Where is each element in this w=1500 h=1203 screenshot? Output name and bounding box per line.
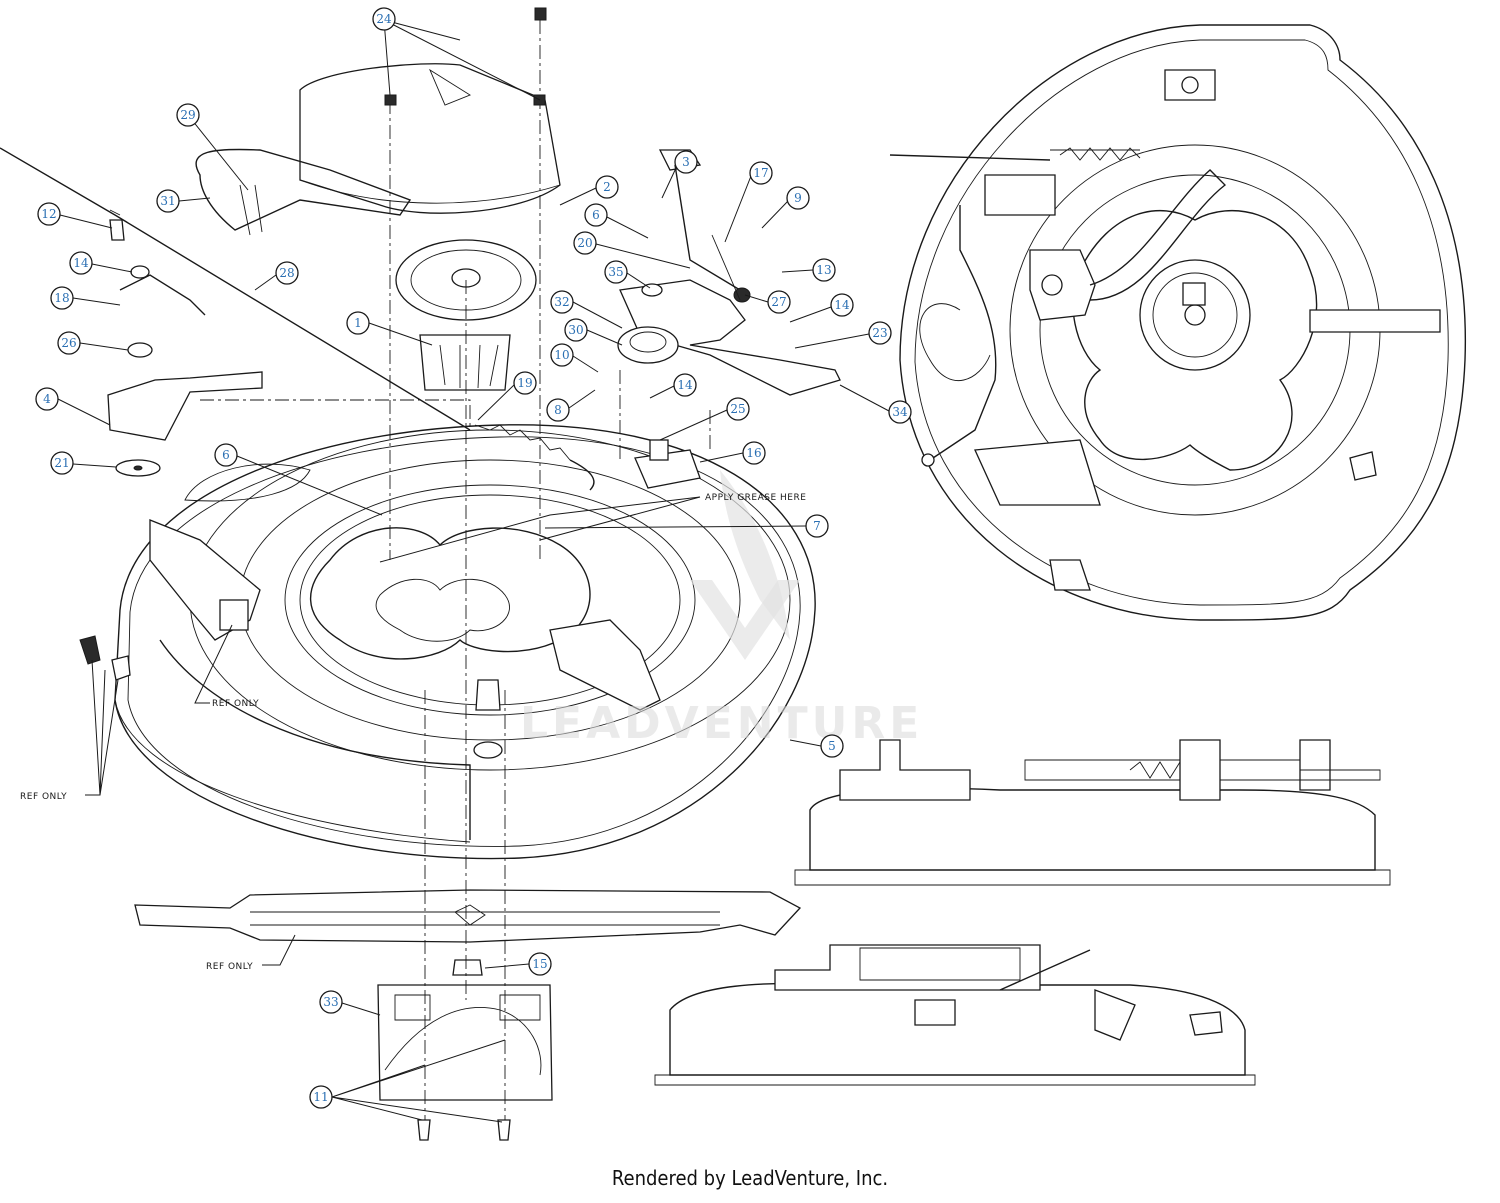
svg-text:12: 12 [41,207,56,221]
svg-text:2: 2 [603,180,611,194]
belt-guide-bar [195,148,412,236]
callout-14[interactable]: 14 [69,251,93,275]
svg-text:14: 14 [834,298,850,312]
idler-bracket-assembly [617,149,841,396]
svg-text:30: 30 [568,323,583,337]
mounting-plate [377,959,553,1141]
callout-11[interactable]: 11 [309,1085,333,1109]
callout-18[interactable]: 18 [50,286,74,310]
callout-25[interactable]: 25 [726,397,750,421]
svg-text:8: 8 [554,403,562,417]
callout-5[interactable]: 5 [820,734,844,758]
callout-28[interactable]: 28 [275,261,299,285]
belt-cover [299,63,561,214]
svg-text:28: 28 [279,266,294,280]
callout-30[interactable]: 30 [564,318,588,342]
callout-24[interactable]: 24 [372,7,396,31]
note-ref-only-blade: REF ONLY [206,962,253,972]
svg-text:21: 21 [54,456,69,470]
callout-29[interactable]: 29 [176,103,200,127]
svg-text:31: 31 [160,194,175,208]
watermark-text: LEADVENTURE [520,698,923,749]
svg-text:26: 26 [61,336,76,350]
svg-text:20: 20 [577,236,592,250]
svg-text:35: 35 [608,265,623,279]
note-ref-only-deck: REF ONLY [212,699,259,709]
side-view-right [794,739,1391,886]
callout-8[interactable]: 8 [546,398,570,422]
callout-16[interactable]: 16 [742,441,766,465]
svg-text:14: 14 [73,256,89,270]
svg-text:33: 33 [323,995,338,1009]
svg-text:25: 25 [730,402,745,416]
callout-6[interactable]: 6 [214,443,238,467]
bolts-24 [384,7,547,106]
callout-12[interactable]: 12 [37,202,61,226]
svg-text:18: 18 [54,291,69,305]
notes: APPLY GREASE HERE REF ONLY REF ONLY REF … [20,493,806,972]
callout-27[interactable]: 27 [767,290,791,314]
callout-17[interactable]: 17 [749,161,773,185]
svg-text:24: 24 [376,12,392,26]
deck-shell [79,424,816,860]
svg-text:32: 32 [554,295,569,309]
svg-text:16: 16 [746,446,761,460]
svg-text:6: 6 [592,208,600,222]
note-apply-grease: APPLY GREASE HERE [705,493,806,503]
callout-20[interactable]: 20 [573,231,597,255]
side-view-bottom [654,944,1256,1086]
svg-text:11: 11 [313,1090,328,1104]
callout-7[interactable]: 7 [805,514,829,538]
callout-4[interactable]: 4 [35,387,59,411]
callout-10[interactable]: 10 [550,343,574,367]
callout-13[interactable]: 13 [812,258,836,282]
callout-34[interactable]: 34 [888,400,912,424]
top-view-deck [889,24,1467,621]
callouts: 24 29 31 2 12 14 28 18 1 26 4 19 [35,7,912,1123]
svg-text:34: 34 [892,405,908,419]
callout-9[interactable]: 9 [786,186,810,210]
left-small-parts [107,219,263,477]
tension-spring [474,424,701,491]
callout-19[interactable]: 19 [513,371,537,395]
svg-text:6: 6 [222,448,230,462]
svg-text:9: 9 [794,191,802,205]
callout-23[interactable]: 23 [868,321,892,345]
note-ref-only-left: REF ONLY [20,792,67,802]
callout-14[interactable]: 14 [830,293,854,317]
callout-15[interactable]: 15 [528,952,552,976]
callout-26[interactable]: 26 [57,331,81,355]
svg-text:15: 15 [532,957,547,971]
svg-text:1: 1 [354,316,362,330]
svg-text:17: 17 [753,166,768,180]
callout-35[interactable]: 35 [604,260,628,284]
callout-1[interactable]: 1 [346,311,370,335]
svg-text:10: 10 [554,348,569,362]
callout-14[interactable]: 14 [673,373,697,397]
svg-text:14: 14 [677,378,693,392]
svg-text:4: 4 [43,392,51,406]
callout-32[interactable]: 32 [550,290,574,314]
svg-text:23: 23 [872,326,887,340]
footer-credit: Rendered by LeadVenture, Inc. [611,1166,889,1190]
watermark: LEADVENTURE [520,470,923,749]
callout-33[interactable]: 33 [319,990,343,1014]
callout-21[interactable]: 21 [50,451,74,475]
svg-text:27: 27 [771,295,786,309]
callout-31[interactable]: 31 [156,189,180,213]
svg-text:7: 7 [813,519,821,533]
svg-text:5: 5 [828,739,836,753]
svg-text:3: 3 [682,155,690,169]
svg-text:29: 29 [180,108,195,122]
svg-text:19: 19 [517,376,532,390]
callout-2[interactable]: 2 [595,175,619,199]
callout-6[interactable]: 6 [584,203,608,227]
svg-text:13: 13 [816,263,831,277]
control-rod [0,147,471,431]
callout-3[interactable]: 3 [674,150,698,174]
mower-blade [134,889,802,943]
